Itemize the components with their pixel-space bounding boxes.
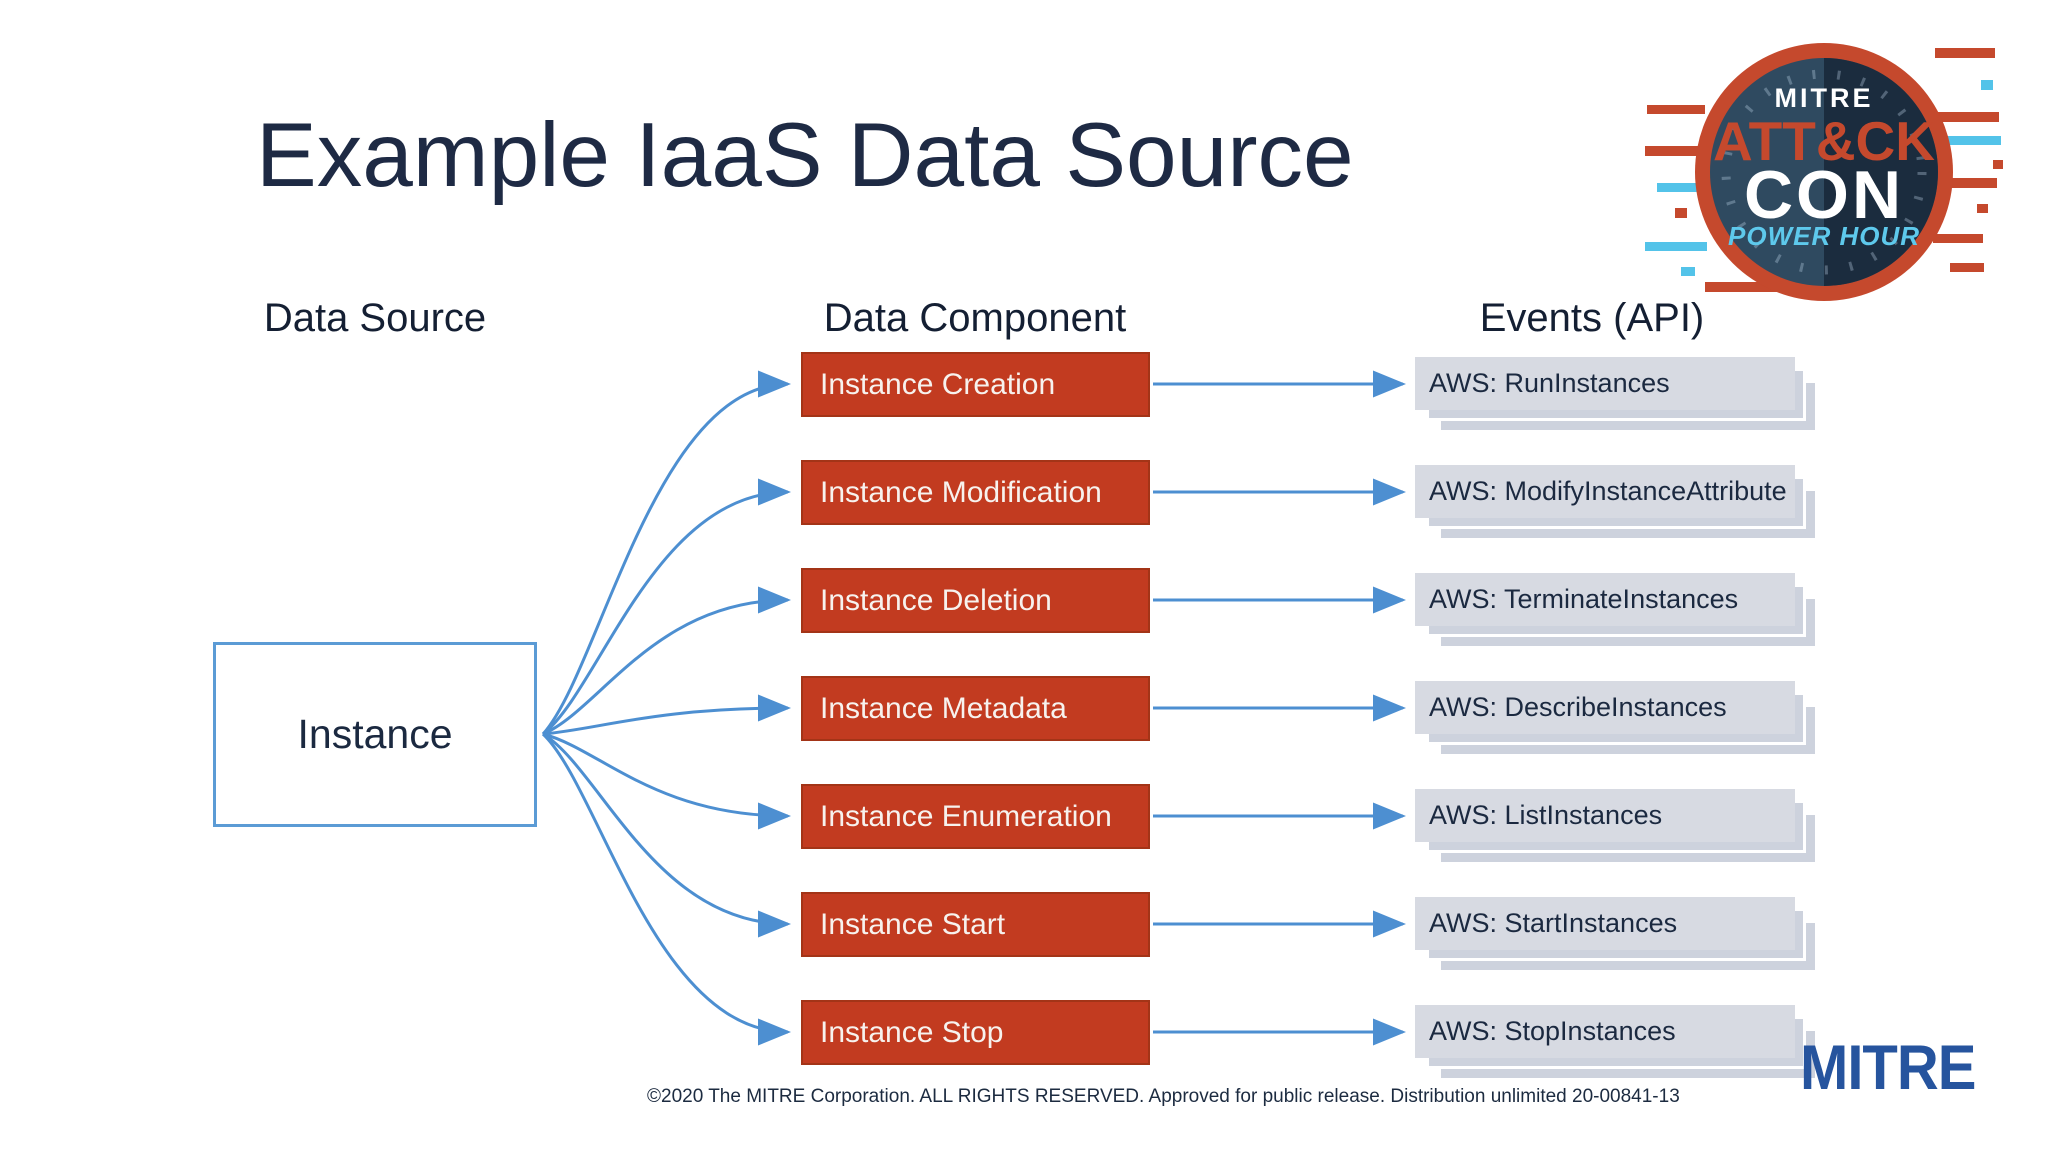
event-label: AWS: ModifyInstanceAttribute (1429, 476, 1787, 506)
source-to-component-arrow (541, 370, 791, 736)
event-label: AWS: DescribeInstances (1429, 692, 1727, 722)
component-label: Instance Start (820, 907, 1006, 941)
badge-con: CON (1744, 157, 1904, 233)
data-source-box: Instance (213, 642, 537, 827)
source-to-component-arrow (542, 732, 791, 938)
component-label: Instance Enumeration (820, 799, 1112, 833)
source-to-component-arrow (542, 586, 791, 736)
speed-dashes (1645, 48, 2003, 292)
component-box: Instance Deletion (801, 568, 1150, 633)
component-box: Instance Start (801, 892, 1150, 957)
event-box: AWS: StopInstances (1415, 1005, 1818, 1081)
column-header-data-source: Data Source (263, 296, 487, 340)
component-label: Instance Modification (820, 475, 1102, 509)
event-box: AWS: TerminateInstances (1415, 573, 1818, 649)
badge-brand: MITRE (1775, 83, 1874, 113)
component-label: Instance Creation (820, 367, 1056, 401)
badge-tagline: POWER HOUR (1728, 221, 1920, 251)
data-source-label: Instance (297, 711, 453, 757)
source-to-component-arrow (542, 478, 791, 736)
source-to-component-arrow (541, 732, 791, 1046)
component-label: Instance Metadata (820, 691, 1067, 725)
component-box: Instance Enumeration (801, 784, 1150, 849)
event-box: AWS: StartInstances (1415, 897, 1818, 973)
column-header-events-api: Events (API) (1479, 296, 1705, 340)
component-box: Instance Metadata (801, 676, 1150, 741)
event-box: AWS: ListInstances (1415, 789, 1818, 865)
copyright-text: ©2020 The MITRE Corporation. ALL RIGHTS … (647, 1086, 1680, 1107)
source-to-component-arrow (542, 694, 791, 736)
component-box: Instance Modification (801, 460, 1150, 525)
page-title: Example IaaS Data Source (256, 105, 1354, 206)
event-box: AWS: RunInstances (1415, 357, 1818, 433)
attack-con-logo: MITRE ATT&CK CON POWER HOUR (1645, 43, 2003, 301)
event-box: AWS: ModifyInstanceAttribute (1415, 465, 1818, 541)
component-label: Instance Deletion (820, 583, 1052, 617)
event-label: AWS: TerminateInstances (1429, 584, 1739, 614)
component-box: Instance Stop (801, 1000, 1150, 1065)
event-label: AWS: ListInstances (1429, 800, 1663, 830)
event-label: AWS: RunInstances (1429, 368, 1670, 398)
badge-face-shadow (1824, 58, 1938, 286)
source-to-component-arrow (542, 732, 791, 830)
component-label: Instance Stop (820, 1015, 1004, 1049)
mitre-logo: MITRE (1800, 1033, 1976, 1104)
event-label: AWS: StartInstances (1429, 908, 1678, 938)
badge-attack: ATT&CK (1713, 110, 1935, 172)
component-box: Instance Creation (801, 352, 1150, 417)
column-header-data-component: Data Component (823, 296, 1127, 340)
clock-ticks (1721, 69, 1927, 275)
event-label: AWS: StopInstances (1429, 1016, 1676, 1046)
event-box: AWS: DescribeInstances (1415, 681, 1818, 757)
